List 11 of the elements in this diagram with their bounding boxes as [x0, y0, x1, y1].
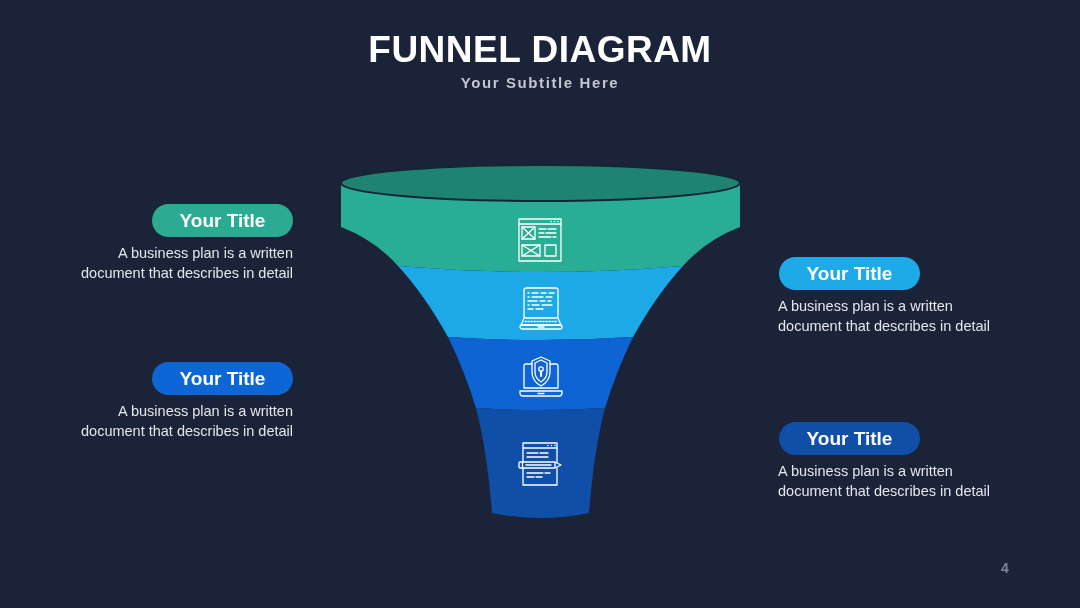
title-pill: Your Title	[779, 257, 920, 290]
title-pill: Your Title	[152, 204, 293, 237]
description-text: A business plan is a written document that describes in detail	[778, 462, 991, 501]
description-text: A business plan is a written document that describes in detail	[80, 402, 293, 441]
description-text: A business plan is a written document that describes in detail	[778, 297, 991, 336]
title-pill: Your Title	[779, 422, 920, 455]
title-pill: Your Title	[152, 362, 293, 395]
title: FUNNEL DIAGRAM	[368, 28, 712, 72]
description-text: A business plan is a written document that describes in detail	[80, 244, 293, 283]
page-number: 4	[1001, 559, 1009, 577]
subtitle: Your Subtitle Here	[460, 73, 620, 93]
